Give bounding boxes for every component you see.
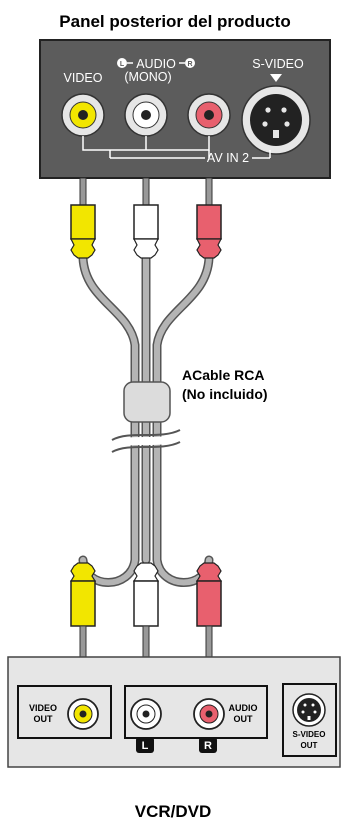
cable-label-line1: ACable RCA: [182, 367, 264, 383]
top-video-plug: [70, 177, 96, 259]
video-out-label-line2: OUT: [34, 714, 54, 724]
video-out-label-line1: VIDEO: [29, 703, 57, 713]
audio-right-marker: R: [187, 61, 192, 68]
device-video-jack: [67, 698, 99, 730]
panel-audio-left-jack: [124, 93, 168, 137]
product-rear-panel: VIDEO L AUDIO R (MONO) S-VIDEO: [39, 39, 331, 179]
left-channel-badge-text: L: [142, 740, 149, 752]
panel-audio-header: L AUDIO R: [117, 57, 195, 71]
right-channel-badge: [199, 737, 217, 753]
panel-svideo-label: S-VIDEO: [252, 57, 304, 71]
vcr-dvd-device: VIDEO OUT AUDIO OUT L R: [7, 656, 341, 768]
device-audio-left-jack: [130, 698, 162, 730]
svideo-out-label-line2: OUT: [301, 741, 318, 750]
cable-break-marks: [111, 429, 181, 453]
right-channel-badge-text: R: [204, 740, 212, 752]
device-svideo-jack: [292, 693, 326, 727]
panel-audio-right-jack: [187, 93, 231, 137]
panel-video-label: VIDEO: [64, 71, 103, 85]
panel-video-jack: [61, 93, 105, 137]
top-audio-left-plug: [133, 177, 159, 259]
panel-mono-label: (MONO): [124, 70, 171, 84]
panel-audio-label: AUDIO: [136, 57, 176, 71]
device-title: VCR/DVD: [135, 802, 212, 821]
cable-label-line2: (No incluido): [182, 386, 268, 402]
svideo-arrow-icon: [270, 74, 282, 82]
audio-out-label-line1: AUDIO: [229, 703, 258, 713]
device-audio-right-jack: [193, 698, 225, 730]
left-channel-badge: [136, 737, 154, 753]
panel-title: Panel posterior del producto: [59, 12, 290, 31]
audio-left-marker: L: [120, 61, 125, 68]
cable-bundle: [78, 253, 214, 587]
av-in-label: AV IN 2: [207, 151, 249, 165]
top-audio-right-plug: [196, 177, 222, 259]
svideo-out-label-line1: S-VIDEO: [293, 730, 326, 739]
cable-clip: [123, 381, 171, 423]
av-in-bracket: [82, 136, 271, 159]
audio-out-label-line2: OUT: [234, 714, 254, 724]
audio-right-cable: [154, 255, 212, 586]
panel-svideo-jack: [241, 85, 311, 155]
video-cable: [80, 255, 138, 586]
